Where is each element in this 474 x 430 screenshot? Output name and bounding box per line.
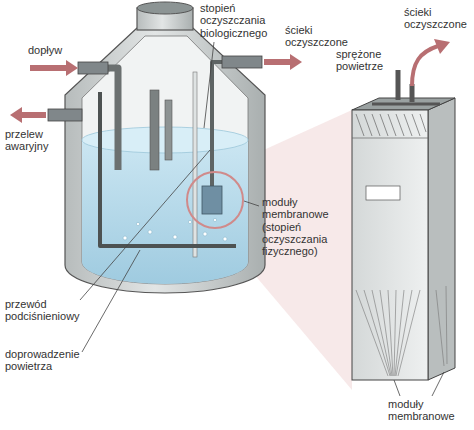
membrane-fibres-bottom [380,290,392,376]
water [82,140,248,284]
membrane-fibres-bottom [396,290,412,376]
outflow-arrow [264,59,290,65]
inflow-arrow [66,60,78,76]
part-label: przelew awaryjny [5,128,61,153]
leader-lines [80,42,444,396]
leader-line [80,150,210,300]
membrane-module [352,39,455,380]
inner-pipe [150,90,159,170]
membrane-fibres-bottom [395,290,404,376]
module-front [352,110,428,380]
module-plate [366,186,400,200]
tank-opening [137,2,193,14]
membrane-fibres-bottom [436,290,444,366]
membrane-fibres-bottom [372,290,391,376]
permeate-pipe [410,84,415,102]
membrane-fibres-bottom [394,290,396,376]
flow-label: ścieki oczyszczone [404,6,470,31]
inlet-stub [78,62,108,74]
membrane-fibres-top [372,114,380,136]
header-pipe [372,103,440,106]
tank [48,2,265,293]
tank-shell [65,28,265,293]
air-supply-pipe [100,92,236,246]
air-bubbles [123,236,127,240]
part-label: przewód podciśnieniowy [5,298,87,323]
membrane-fibres-top [404,114,412,136]
flow-arrows [10,54,302,123]
membrane-fibres-top [380,114,388,136]
membrane-fibres-top [412,114,420,136]
membrane-fibres-top [388,114,396,136]
flow-label: dopływ [28,44,88,56]
air-bubbles [123,218,227,241]
leader-line [204,42,214,128]
membrane-fibres-bottom [356,286,447,376]
air-bubbles [173,235,177,239]
membrane-fibres-top [352,138,428,139]
air-bubbles [136,222,139,225]
permeate-arrow [412,46,438,86]
membrane-fibres-bottom [398,290,420,376]
membrane-fibres-bottom [446,286,447,364]
module-side [428,98,455,380]
leader-line [82,250,140,352]
permeate-arrow [434,39,450,54]
inner-pipe [165,100,172,160]
outlet-stub [222,56,262,68]
membrane-fibres-top [356,114,364,136]
part-label: doprowadzenie powietrza [5,348,87,373]
air-bubbles [223,237,227,241]
partition-wall [193,72,197,257]
inflow-arrow [30,65,66,71]
stage-label: stopień oczyszczania biologicznego [200,2,272,39]
leader-line [244,201,259,206]
leader-line [394,380,400,396]
flow-label: sprężone powietrze [336,48,392,73]
magnifier-circle [187,172,243,228]
inlet-pipe [92,68,118,170]
part-label: moduły membranowe [388,398,460,423]
membrane-fibres-top [396,114,404,136]
membrane-fibres-top [352,114,428,138]
module-top [352,98,455,110]
air-inlet-pipe [396,70,401,100]
overflow-arrow [22,112,46,118]
leader-line [432,372,444,396]
air-bubbles [148,230,152,234]
flow-label: ścieki oczyszczone [285,24,351,49]
air-bubbles [188,220,191,223]
overflow-stub [48,109,82,121]
stage-label: moduły membranowe (stopień oczyszczania … [262,196,346,258]
membrane-fibres-top [420,114,426,132]
membrane-fibres-bottom [356,290,388,376]
vacuum-pipe [212,62,226,188]
membrane-fibres-bottom [388,290,393,376]
outflow-arrow [290,54,302,70]
membrane-module-small [202,186,222,214]
membrane-fibres-top [364,114,372,136]
overflow-arrow [10,107,22,123]
air-bubbles [213,218,216,221]
air-bubbles [203,232,207,236]
